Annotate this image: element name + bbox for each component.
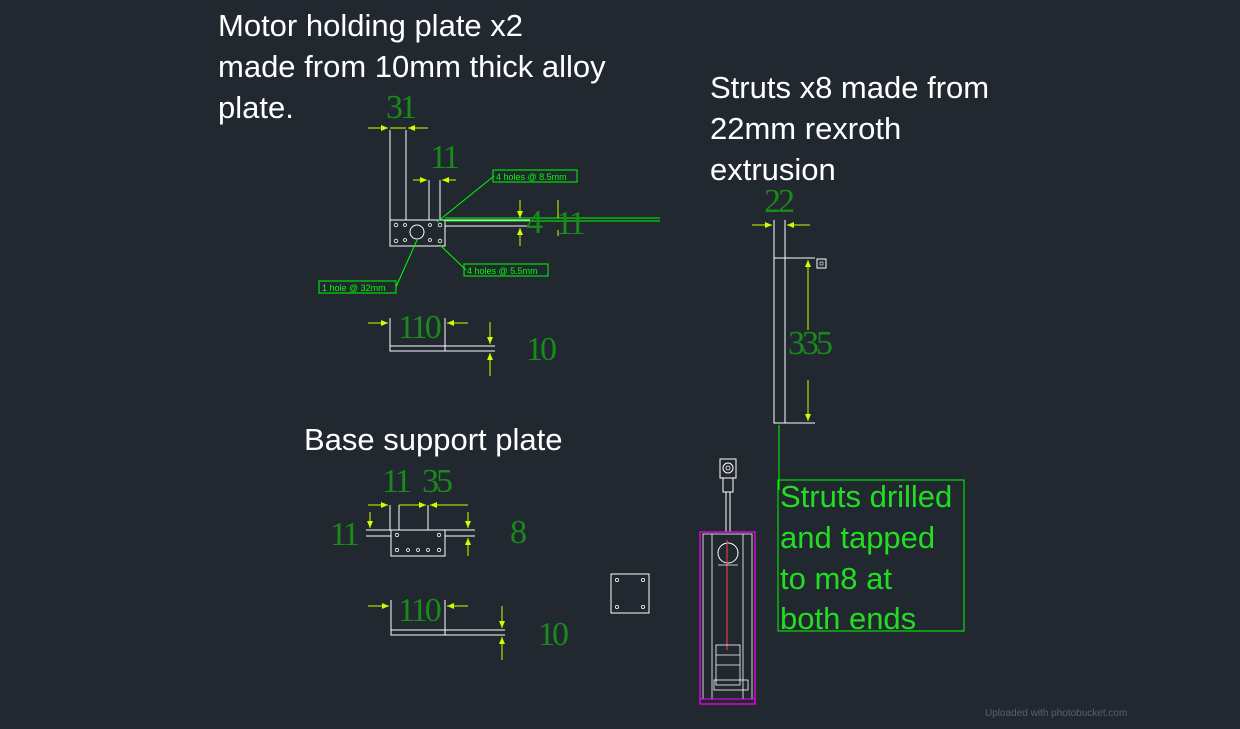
dim-motor-11b: 11 [556,205,584,242]
dim-motor-11: 11 [430,139,458,176]
motor-plate-note: Motor holding plate x2 made from 10mm th… [218,8,606,125]
base-plate-top-view: 11 35 11 8 [330,463,529,557]
dim-base-35: 35 [422,463,452,500]
dim-base-10: 10 [538,616,568,653]
label-holes-8-5: 4 holes @ 8.5mm [496,172,567,182]
motor-plate-top-view: 31 11 4 11 4 holes @ 8.5mm 4 holes @ [318,89,660,294]
struts-note: Struts x8 made from 22mm rexroth extrusi… [710,70,989,187]
motor-plate-note-line1: Motor holding plate x2 [218,8,523,43]
dim-motor-110: 110 [398,309,441,346]
base-plate-side-view: 110 10 [368,592,571,660]
dim-base-110: 110 [398,592,441,629]
dim-motor-4: 4 [526,204,543,241]
dim-motor-10: 10 [526,331,556,368]
drilled-note-frame [777,479,965,632]
dim-motor-31: 31 [386,89,415,126]
struts-note-line3: extrusion [710,152,836,187]
motor-plate-note-line2: made from 10mm thick alloy [218,49,606,84]
base-plate-title: Base support plate [304,422,563,457]
strut-outline [773,257,786,424]
dim-base-11a: 11 [382,463,410,500]
dim-strut-335: 335 [788,325,832,362]
drilled-note-line3: to m8 at [780,561,892,596]
drilled-note-line4: both ends [780,601,916,636]
watermark: Uploaded with photobucket.com [985,708,1127,719]
struts-note-line1: Struts x8 made from [710,70,989,105]
label-hole-32: 1 hole @ 32mm [322,283,386,293]
dim-base-11b: 11 [330,516,358,553]
motor-plate-outline [389,219,446,247]
base-plate-outline [390,529,446,557]
motor-plate-note-line3: plate. [218,90,294,125]
small-square-plate [610,573,650,614]
struts-note-line2: 22mm rexroth [710,111,901,146]
dim-strut-22: 22 [764,183,794,220]
drilled-note-line1: Struts drilled [780,479,952,514]
drilled-note-line2: and tapped [780,520,935,555]
label-holes-5-5: 4 holes @ 5.5mm [467,266,538,276]
strut-drawing: 22 335 Struts drilled and tapped to m8 a… [752,183,965,636]
strut-section [816,258,827,269]
assembly-frame [699,531,756,705]
actuator-assembly [699,458,756,705]
motor-plate-center-hole [409,224,425,240]
dim-base-8: 8 [510,514,526,551]
motor-plate-side-view: 110 10 [368,309,559,376]
